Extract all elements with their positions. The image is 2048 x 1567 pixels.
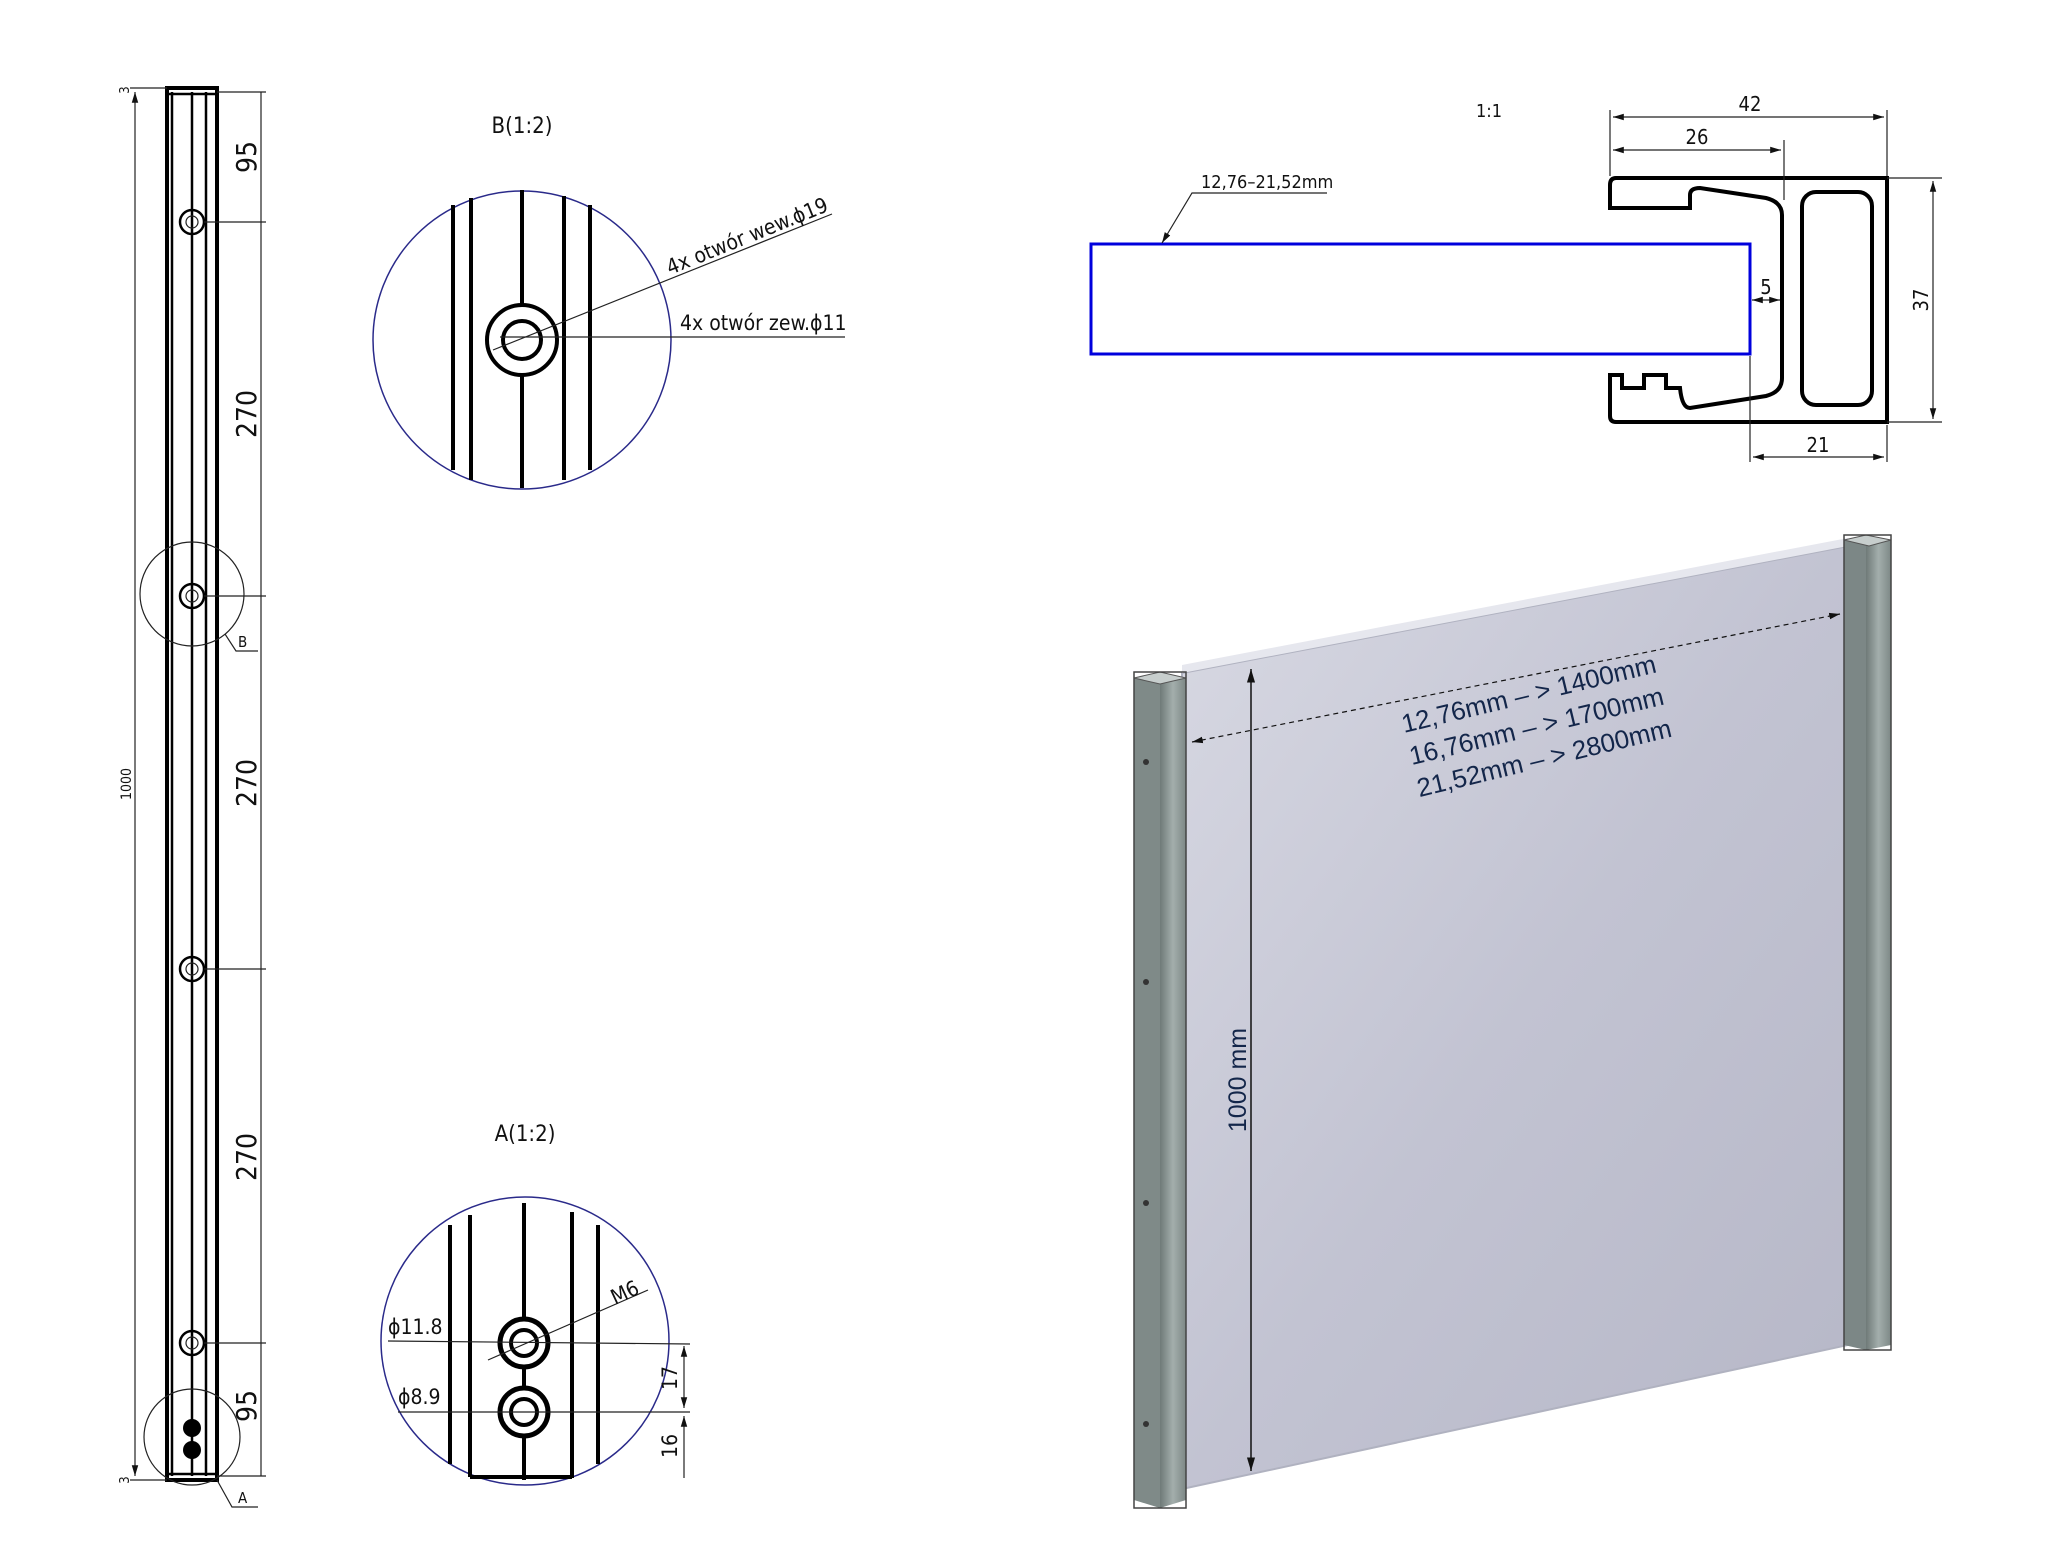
detail-b-marker: B xyxy=(238,633,247,651)
dim-top-offset: 3 xyxy=(118,86,133,93)
detail-a: A(1:2) ϕ11.8 ϕ8.9 M6 17 16 xyxy=(380,1122,691,1486)
dim-end: 16 xyxy=(658,1434,682,1458)
dia-upper: ϕ11.8 xyxy=(388,1315,443,1339)
detail-a-marker: A xyxy=(238,1489,248,1507)
dim-right-5: 95 xyxy=(230,1390,263,1422)
dim-total: 1000 xyxy=(119,768,135,800)
detail-b: B(1:2) 4x otwór wew.ϕ19 4x otwór zew.ϕ11 xyxy=(372,114,846,490)
glass-section xyxy=(1089,242,1752,356)
glass-thickness: 12,76–21,52mm xyxy=(1201,172,1333,193)
right-post xyxy=(1843,534,1892,1351)
profile-scale: 1:1 xyxy=(1476,101,1502,122)
note-inner-hole: 4x otwór wew.ϕ19 xyxy=(663,193,831,280)
thread-label: M6 xyxy=(607,1276,643,1310)
detail-a-title: A(1:2) xyxy=(495,1122,556,1147)
panel-height-label: 1000 mm xyxy=(1224,1028,1252,1132)
dim-gap: 5 xyxy=(1760,275,1771,299)
detail-b-title: B(1:2) xyxy=(492,114,553,139)
profile-section: 1:1 42 26 37 21 5 12,76–21,52mm xyxy=(1089,92,1942,462)
dim-right-1: 95 xyxy=(230,141,263,173)
dim-channel: 26 xyxy=(1686,125,1709,149)
dim-right-3: 270 xyxy=(230,759,263,807)
dim-right-4: 270 xyxy=(230,1133,263,1181)
dim-profile-width: 42 xyxy=(1739,92,1762,116)
left-post xyxy=(1133,671,1187,1509)
dim-bottom-offset: 3 xyxy=(118,1476,133,1483)
dim-profile-height: 37 xyxy=(1909,289,1933,312)
panel-3d: 1000 mm 12,76mm – > 1400mm 16,76mm – > 1… xyxy=(1133,534,1892,1509)
note-outer-hole: 4x otwór zew.ϕ11 xyxy=(680,311,846,335)
side-view: 1000 3 3 95 270 270 270 95 B A xyxy=(118,86,266,1508)
dim-back: 21 xyxy=(1807,433,1830,457)
dim-right-2: 270 xyxy=(230,390,263,438)
dia-lower: ϕ8.9 xyxy=(398,1385,441,1409)
mounting-holes xyxy=(178,208,206,1459)
dim-spacing: 17 xyxy=(658,1366,682,1390)
